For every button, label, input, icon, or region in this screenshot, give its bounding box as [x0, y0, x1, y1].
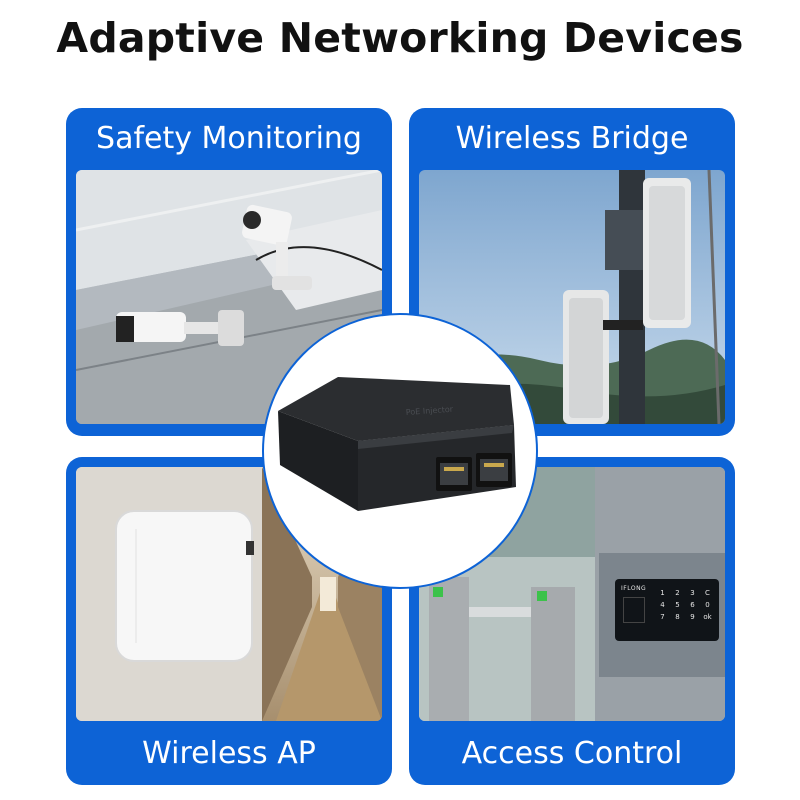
wireless-access-point-photo — [76, 467, 382, 721]
keypad-key: 5 — [675, 601, 680, 609]
card-wireless-ap: Wireless AP — [66, 457, 392, 785]
keypad-key: C — [705, 589, 710, 597]
keypad-key: 7 — [660, 613, 665, 621]
keypad-keys: 1 2 3 C 4 5 6 0 7 8 9 ok — [655, 589, 715, 621]
poe-injector-device-photo: PoE Injector — [262, 313, 538, 589]
keypad-brand: IFLONG — [621, 585, 647, 592]
keypad-panel: IFLONG 1 2 3 C 4 5 6 0 7 8 9 ok — [615, 579, 719, 641]
keypad-key: 9 — [690, 613, 695, 621]
keypad-key: 3 — [690, 589, 695, 597]
svg-text:PoE Injector: PoE Injector — [406, 405, 455, 417]
card-label: Wireless Bridge — [455, 121, 689, 156]
keypad-card-reader — [623, 597, 645, 623]
page-title: Adaptive Networking Devices — [56, 14, 744, 62]
keypad-key: 1 — [660, 589, 665, 597]
keypad-key: 4 — [660, 601, 665, 609]
card-label: Wireless AP — [142, 736, 316, 771]
card-label: Access Control — [461, 736, 683, 771]
keypad-key: 2 — [675, 589, 680, 597]
card-label: Safety Monitoring — [96, 121, 362, 156]
keypad-key: 0 — [705, 601, 710, 609]
keypad-key: ok — [703, 613, 712, 621]
keypad-key: 6 — [690, 601, 695, 609]
keypad-key: 8 — [675, 613, 680, 621]
